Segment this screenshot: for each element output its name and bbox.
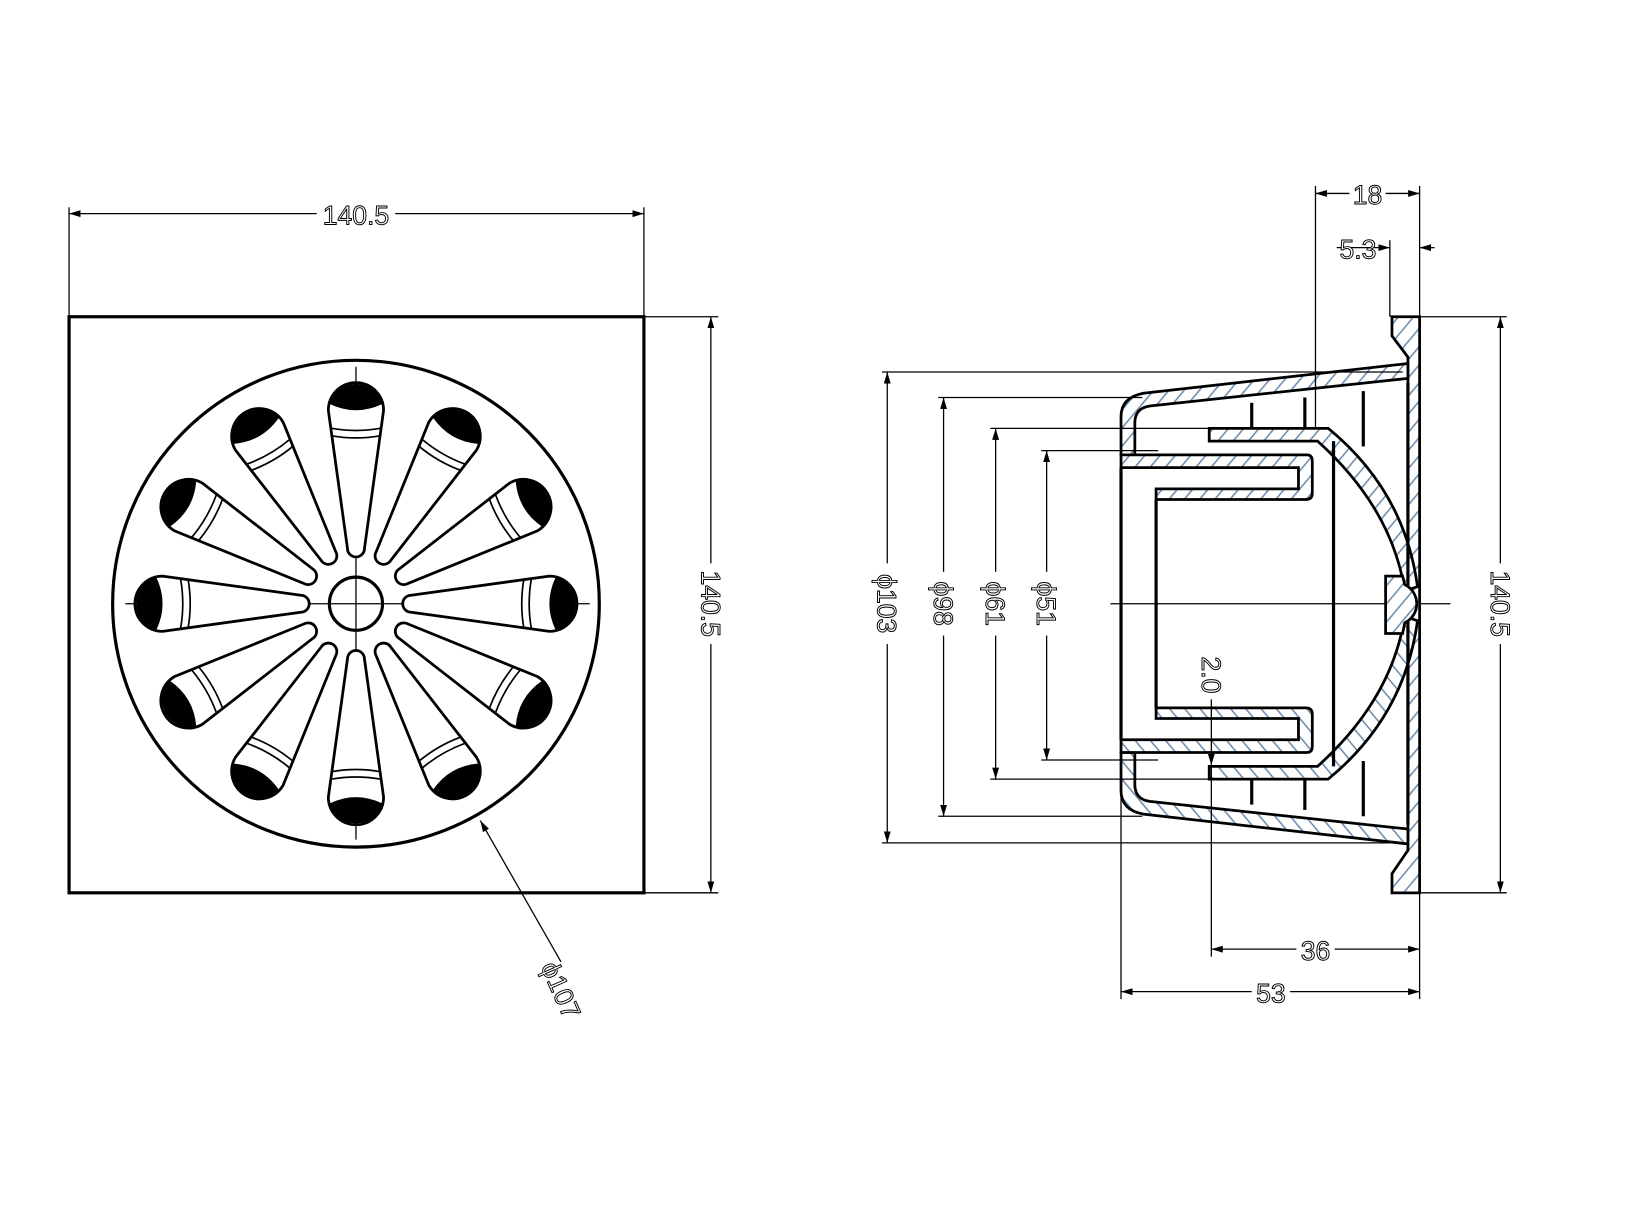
total-depth-label: 53 (1256, 978, 1286, 1008)
sleeve-depth-dimension: 36 (1210, 765, 1421, 1000)
slot-outline (230, 641, 339, 801)
slot-shadow (515, 680, 551, 728)
slot-shadow (232, 763, 280, 798)
slot-shadow (136, 577, 163, 631)
grate-slot (373, 407, 482, 566)
grate-slot (401, 574, 579, 633)
bore-diameter-dimension: ϕ51 (1031, 450, 1159, 761)
slot-bevel-line (250, 736, 294, 763)
grate-slot (230, 641, 339, 801)
body-top-half (1119, 361, 1420, 593)
sleeve-diameter-label: ϕ61 (980, 582, 1010, 626)
grate-slot (230, 407, 339, 566)
slot-outline (393, 478, 553, 586)
sleeve-dome (1207, 426, 1420, 593)
slot-shadow (515, 480, 551, 527)
slot-shadow (432, 409, 480, 444)
depth-18-label: 18 (1353, 180, 1383, 210)
slot-outline (326, 381, 385, 559)
wall-thickness-label: 2.0 (1196, 656, 1226, 693)
slot-bevel-line (191, 494, 218, 538)
grate-slots (133, 381, 579, 827)
slot-outline (373, 407, 482, 566)
wall-thickness-dimension: 2.0 (1195, 656, 1226, 766)
bore-diameter-label: ϕ51 (1031, 582, 1061, 626)
grate-slot (133, 574, 311, 633)
slot-bevel-line (246, 438, 291, 465)
slot-shadow (161, 680, 197, 728)
slot-bevel-line (179, 579, 184, 629)
slot-bevel-line (331, 768, 381, 773)
grate-diameter-label: ϕ107 (535, 957, 586, 1023)
grate-diameter-dimension: ϕ107 (479, 820, 587, 1024)
slot-outline (326, 649, 385, 827)
square-plate (67, 315, 646, 895)
flange-5-3-dimension: 5.3 (1336, 234, 1435, 317)
slot-outline (373, 641, 482, 801)
sleeve-diameter-dimension: ϕ61 (980, 427, 1210, 780)
depth-18-dimension: 18 (1314, 180, 1421, 429)
front-height-dimension: 140.5 (643, 316, 726, 894)
slot-outline (159, 621, 318, 730)
slot-outline (393, 621, 553, 730)
slot-bevel-line (250, 445, 294, 472)
slot-shadow (329, 797, 383, 824)
slot-bevel-line (494, 669, 521, 713)
slot-shadow (232, 409, 280, 444)
slot-outline (133, 574, 311, 633)
grate-slot (159, 621, 318, 730)
slot-bevel-line (494, 494, 521, 538)
slot-outline (159, 478, 318, 586)
grate-slot (393, 621, 553, 730)
side-height-dimension: 140.5 (1419, 316, 1515, 894)
front-width-label: 140.5 (323, 200, 389, 230)
slot-bevel-line (488, 665, 515, 710)
outer-diameter-dimension: ϕ103 (871, 371, 1403, 844)
slot-shadow (161, 480, 197, 527)
front-view: 140.5 140.5 ϕ107 (67, 200, 726, 1024)
slot-bevel-line (191, 669, 218, 713)
slot-bevel-line (421, 742, 466, 769)
flange (1390, 315, 1421, 895)
grate-circle (111, 358, 601, 849)
side-section-view: 18 5.3 140.5 ϕ103 ϕ98 (871, 180, 1515, 1009)
grate-slot (159, 478, 318, 586)
grate-slot (393, 478, 553, 586)
slot-bevel-line (418, 445, 462, 472)
slot-bevel-line (331, 776, 381, 780)
slot-bevel-line (418, 736, 462, 763)
slot-bevel-line (331, 434, 381, 439)
slot-bevel-line (520, 579, 525, 629)
slot-shadow (432, 763, 480, 798)
front-height-label: 140.5 (695, 570, 725, 636)
grate-slot (326, 649, 385, 827)
slot-shadow (549, 577, 576, 631)
slot-bevel-line (197, 498, 224, 542)
slot-bevel-line (246, 742, 291, 769)
slot-bevel-line (528, 579, 533, 629)
slot-bevel-line (197, 665, 224, 710)
slot-bevel-line (488, 498, 515, 542)
outer-diameter-label: ϕ103 (872, 574, 902, 633)
front-width-dimension: 140.5 (68, 200, 645, 317)
grate-slot (373, 641, 482, 801)
slot-bevel-line (187, 579, 192, 629)
center-plug (1384, 574, 1419, 635)
side-height-label: 140.5 (1485, 570, 1515, 636)
slot-bevel-line (421, 438, 466, 465)
slot-bevel-line (331, 427, 381, 432)
body-diameter-dimension: ϕ98 (928, 396, 1143, 817)
body-diameter-label: ϕ98 (928, 582, 958, 626)
slot-outline (401, 574, 579, 633)
grate-slot (326, 381, 385, 559)
slot-outline (230, 407, 339, 566)
total-depth-dimension: 53 (1120, 739, 1420, 1009)
trap-band (1119, 453, 1314, 501)
flange-5-3-label: 5.3 (1340, 234, 1377, 264)
slot-shadow (329, 383, 383, 411)
sleeve-depth-label: 36 (1301, 936, 1331, 966)
